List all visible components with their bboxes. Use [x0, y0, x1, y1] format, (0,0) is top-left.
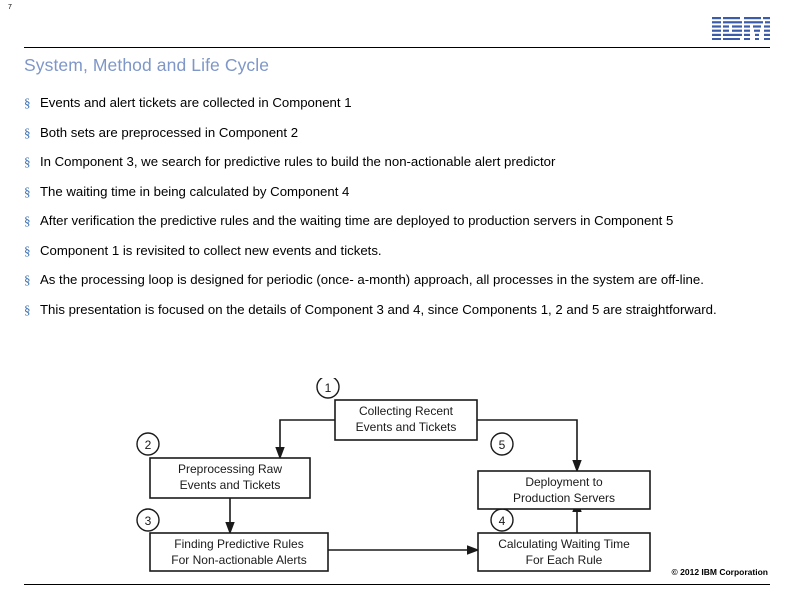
- bullet-marker-icon: §: [24, 183, 31, 199]
- list-item: § As the processing loop is designed for…: [24, 271, 772, 288]
- process-flow-diagram: Collecting Recent Events and Tickets 1 P…: [130, 378, 690, 578]
- svg-text:Preprocessing Raw: Preprocessing Raw: [178, 462, 282, 476]
- bullet-list: § Events and alert tickets are collected…: [24, 94, 772, 330]
- svg-text:3: 3: [145, 514, 152, 528]
- diagram-node-5: Deployment to Production Servers 5: [477, 432, 651, 510]
- svg-text:4: 4: [499, 514, 506, 528]
- list-item: § After verification the predictive rule…: [24, 212, 772, 229]
- header-divider: [24, 47, 770, 48]
- list-item-text: The waiting time in being calculated by …: [40, 183, 350, 199]
- bullet-marker-icon: §: [24, 95, 31, 110]
- list-item: § Component 1 is revisited to collect ne…: [24, 242, 772, 259]
- list-item: § The waiting time in being calculated b…: [24, 183, 772, 200]
- svg-text:1: 1: [325, 381, 332, 395]
- svg-text:Events and Tickets: Events and Tickets: [356, 420, 457, 434]
- page-number: 7: [8, 4, 12, 11]
- copyright-notice: © 2012 IBM Corporation: [671, 567, 768, 577]
- diagram-node-4: Calculating Waiting Time For Each Rule 4: [477, 508, 651, 572]
- svg-text:Production Servers: Production Servers: [513, 491, 615, 505]
- list-item: § In Component 3, we search for predicti…: [24, 153, 772, 170]
- svg-text:Deployment to: Deployment to: [525, 475, 603, 489]
- list-item-text: After verification the predictive rules …: [40, 213, 674, 228]
- page-title: System, Method and Life Cycle: [24, 55, 270, 75]
- list-item: § Both sets are preprocessed in Componen…: [24, 124, 772, 141]
- diagram-node-1: Collecting Recent Events and Tickets 1: [316, 378, 478, 441]
- svg-text:Calculating Waiting Time: Calculating Waiting Time: [498, 537, 630, 551]
- bullet-marker-icon: §: [24, 272, 31, 287]
- svg-text:For Non-actionable Alerts: For Non-actionable Alerts: [171, 553, 306, 567]
- ibm-logo: [712, 17, 770, 40]
- svg-text:Events and Tickets: Events and Tickets: [180, 478, 281, 492]
- bullet-marker-icon: §: [24, 154, 31, 169]
- bullet-marker-icon: §: [24, 124, 31, 140]
- bullet-marker-icon: §: [24, 301, 31, 317]
- list-item-text: This presentation is focused on the deta…: [40, 301, 717, 317]
- svg-text:Finding Predictive Rules: Finding Predictive Rules: [174, 537, 303, 551]
- svg-text:2: 2: [145, 438, 152, 452]
- list-item: § Events and alert tickets are collected…: [24, 94, 772, 111]
- list-item-text: Component 1 is revisited to collect new …: [40, 242, 382, 258]
- svg-text:For Each Rule: For Each Rule: [526, 553, 603, 567]
- list-item-text: In Component 3, we search for predictive…: [40, 154, 556, 169]
- footer-divider: [24, 584, 770, 585]
- bullet-marker-icon: §: [24, 242, 31, 258]
- list-item-text: As the processing loop is designed for p…: [40, 272, 704, 287]
- list-item-text: Both sets are preprocessed in Component …: [40, 124, 299, 140]
- svg-text:Collecting Recent: Collecting Recent: [359, 404, 454, 418]
- list-item: § This presentation is focused on the de…: [24, 301, 772, 318]
- list-item-text: Events and alert tickets are collected i…: [40, 95, 352, 110]
- diagram-node-2: Preprocessing Raw Events and Tickets 2: [136, 432, 311, 499]
- bullet-marker-icon: §: [24, 213, 31, 228]
- diagram-node-3: Finding Predictive Rules For Non-actiona…: [136, 508, 329, 572]
- svg-text:5: 5: [499, 438, 506, 452]
